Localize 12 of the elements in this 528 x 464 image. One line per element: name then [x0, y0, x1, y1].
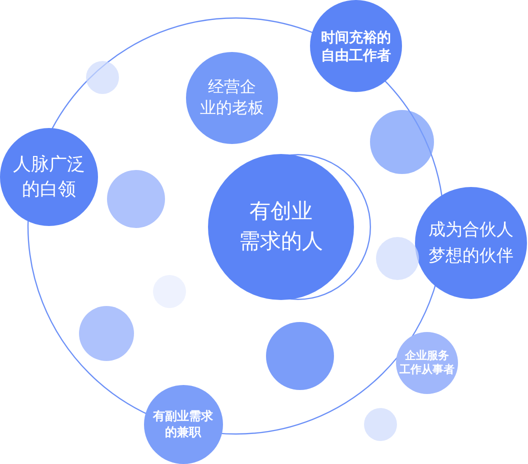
bubble	[376, 236, 418, 280]
center-bubble	[208, 154, 372, 300]
bubble-label: 企业服务工作从事者	[400, 349, 454, 377]
bubble-label: 成为合伙人梦想的伙伴	[428, 219, 514, 267]
bubble	[364, 408, 396, 440]
bubble	[86, 60, 118, 94]
bubble-label: 经营企业的老板	[200, 78, 264, 119]
bubble	[78, 306, 134, 360]
bubble-label: 时间充裕的自由工作者	[321, 28, 391, 64]
bubble-label: 有创业需求的人	[239, 199, 323, 255]
bubble-label: 有副业需求的兼职	[153, 408, 213, 440]
bubble-label: 人脉广泛的白领	[13, 153, 85, 201]
